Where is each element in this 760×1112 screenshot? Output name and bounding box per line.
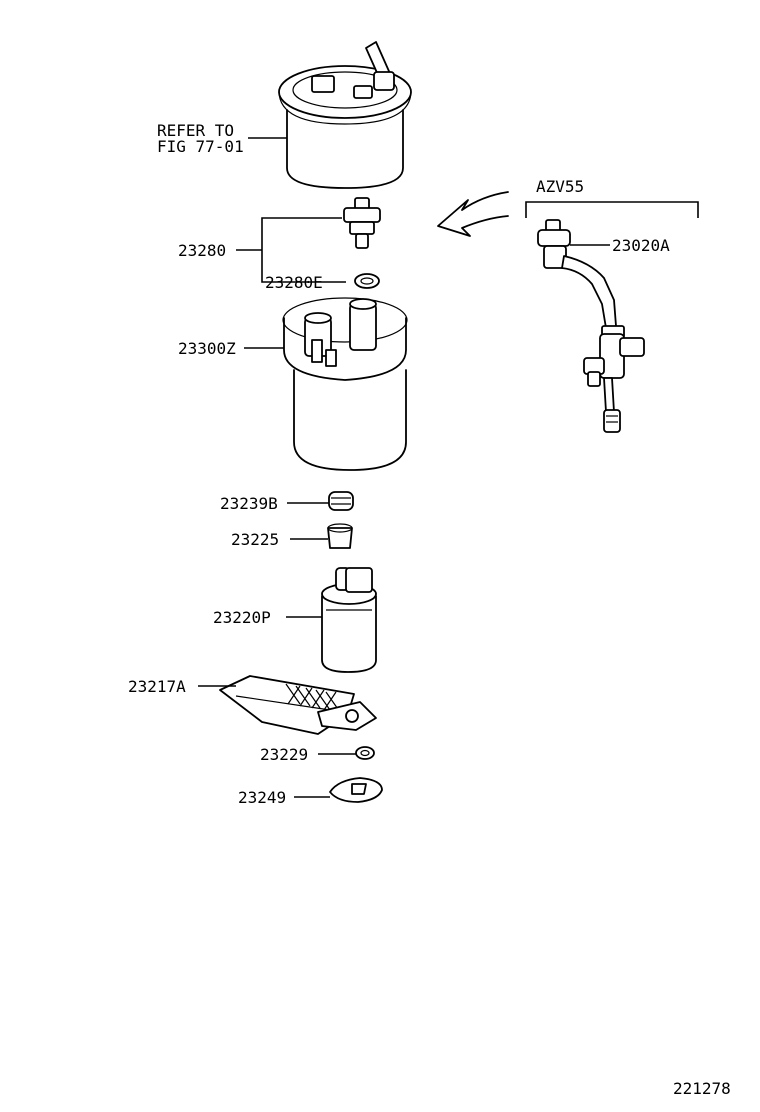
pressure-regulator-part xyxy=(343,197,381,249)
refer-label-line1: REFER TO xyxy=(157,121,234,140)
fuel-filter-part xyxy=(282,297,408,471)
variant-arrow-icon xyxy=(437,191,509,237)
label-23280: 23280 xyxy=(178,241,226,260)
suction-filter-part xyxy=(219,675,377,735)
variant-bracket xyxy=(525,201,699,218)
fuel-pump-part xyxy=(321,567,377,673)
bracket-23249 xyxy=(329,777,383,803)
label-23300z: 23300Z xyxy=(178,339,236,358)
cushion-23225 xyxy=(327,523,353,549)
variant-label: AZV55 xyxy=(536,177,584,196)
label-23280e: 23280E xyxy=(265,273,323,292)
label-23225: 23225 xyxy=(231,530,279,549)
label-23020a: 23020A xyxy=(612,236,670,255)
label-23239b: 23239B xyxy=(220,494,278,513)
clip-23229 xyxy=(355,746,375,760)
fuel-tank-cap-assembly xyxy=(278,41,412,189)
label-23220p: 23220P xyxy=(213,608,271,627)
label-23249: 23249 xyxy=(238,788,286,807)
label-23217a: 23217A xyxy=(128,677,186,696)
regulator-hose-assembly xyxy=(537,219,645,433)
cushion-23239b xyxy=(328,491,354,511)
o-ring-23280e xyxy=(354,273,380,289)
refer-label-line2: FIG 77-01 xyxy=(157,137,244,156)
illustration-number: 221278 xyxy=(673,1079,731,1098)
label-23229: 23229 xyxy=(260,745,308,764)
